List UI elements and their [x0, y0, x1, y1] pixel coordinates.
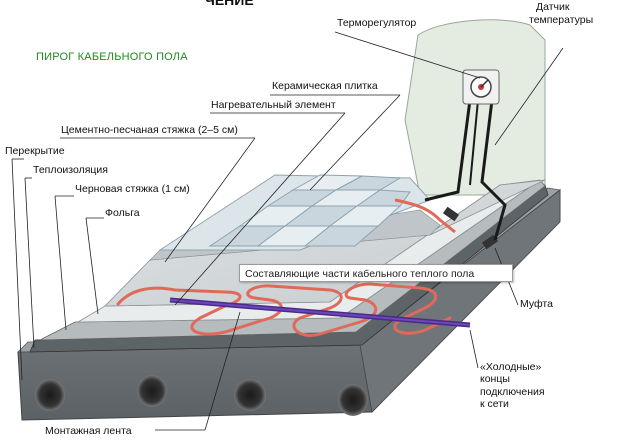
label-cement-screed: Цементно-песчаная стяжка (2–5 см)	[61, 124, 238, 136]
label-thermostat: Терморегулятор	[337, 17, 417, 29]
ceramic-tiles	[158, 174, 431, 251]
label-foil: Фольга	[105, 207, 140, 219]
label-slab: Перекрытие	[5, 145, 65, 157]
label-mounting-tape: Монтажная лента	[45, 425, 132, 437]
wall-shape	[404, 19, 546, 196]
label-cold-ends-4: к сети	[480, 398, 509, 410]
coupling-shape	[442, 206, 460, 222]
thermostat-device	[462, 69, 500, 105]
label-cold-ends-1: «Холодные»	[480, 361, 542, 373]
label-cold-ends-2: концы	[480, 373, 510, 385]
label-sensor-line1: Датчик	[536, 1, 570, 13]
label-coupling: Муфта	[520, 298, 553, 310]
diagram-title: ПИРОГ КАБЕЛЬНОГО ПОЛА	[36, 51, 188, 63]
cropped-header-text: ЧЕНИЕ	[205, 0, 254, 8]
label-sensor-line2: температуры	[529, 14, 594, 26]
label-ceramic-tile: Керамическая плитка	[272, 80, 378, 92]
slab-hole	[137, 375, 167, 407]
cold-end-wire	[424, 99, 472, 202]
label-heating-element: Нагревательный элемент	[211, 99, 336, 111]
label-rough-screed: Черновая стяжка (1 см)	[75, 183, 190, 195]
slab-hole	[35, 379, 65, 411]
slab-hole	[234, 379, 266, 411]
tooltip: Составляющие части кабельного теплого по…	[239, 264, 513, 282]
label-cold-ends-3: подключения	[480, 386, 545, 398]
slab-hole	[338, 384, 368, 416]
label-insulation: Теплоизоляция	[33, 164, 108, 176]
cold-end-wire	[480, 99, 507, 241]
